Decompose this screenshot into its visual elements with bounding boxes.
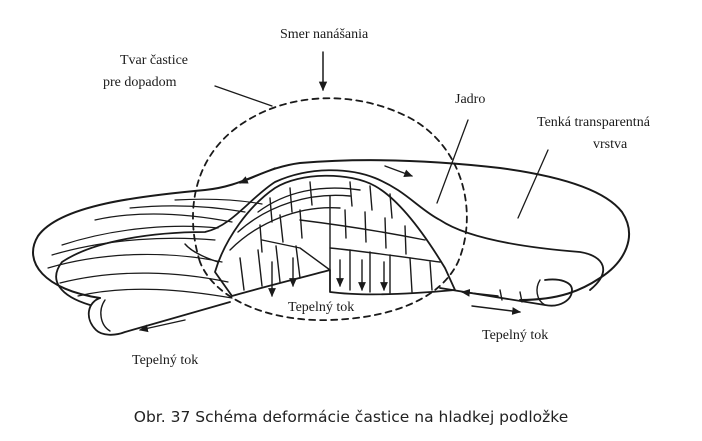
heat-flow-label-right: Tepelný tok [482, 328, 548, 343]
pre-impact-shape [192, 97, 468, 321]
particle-shape-label-line2: pre dopadom [103, 75, 177, 90]
leader-lines [214, 85, 549, 219]
core-heat-arrows [268, 257, 388, 297]
left-rim [87, 297, 231, 336]
thin-layer-label-line1: Tenká transparentná [537, 115, 651, 130]
figure-caption: Obr. 37 Schéma deformácie častice na hla… [134, 408, 568, 426]
heat-flow-label-left: Tepelný tok [132, 353, 198, 368]
right-rim [439, 278, 573, 307]
core-brick-block [184, 174, 456, 297]
direction-label: Smer nanášania [280, 27, 369, 42]
thin-layer-label-line2: vrstva [593, 137, 628, 152]
rim-heat-arrows [139, 288, 521, 333]
splat-inner-outline [55, 169, 605, 306]
left-streak-lines [47, 198, 263, 299]
particle-shape-label-line1: Tvar častice [120, 53, 188, 68]
heat-flow-label-center: Tepelný tok [288, 300, 354, 315]
core-label: Jadro [455, 92, 485, 107]
splat-outer-outline [32, 159, 631, 301]
surface-flow-arrows [239, 165, 413, 184]
